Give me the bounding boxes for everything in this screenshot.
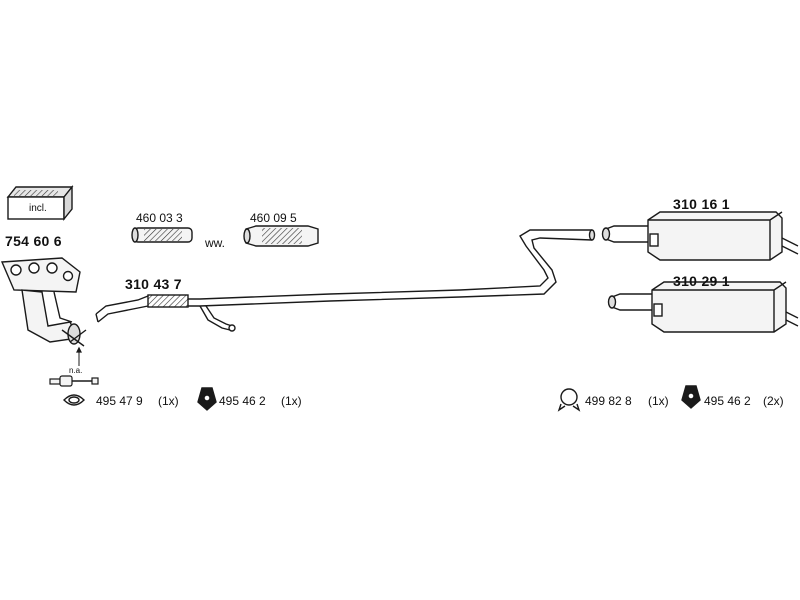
- gasket-ring-icon: [63, 394, 85, 406]
- rear-muffler-b-part-number: 310 29 1: [673, 273, 730, 289]
- sensor-note: n.a.: [69, 366, 83, 375]
- included-badge: incl.: [27, 203, 49, 214]
- exhaust-manifold: [0, 257, 87, 347]
- hardware-qty: (1x): [158, 394, 179, 408]
- rear-muffler-b: [607, 281, 799, 333]
- clamp-ring-icon: [557, 388, 581, 412]
- center-pipe-part-number: 310 43 7: [125, 276, 182, 292]
- flex-pipe-a: [131, 227, 193, 243]
- hardware-number: 495 47 9: [96, 394, 143, 408]
- hardware-qty: (1x): [281, 394, 302, 408]
- flex-pipe-b: [243, 225, 319, 247]
- manifold-box-icon: [6, 185, 74, 221]
- hardware-qty: (1x): [648, 394, 669, 408]
- center-pipe: [95, 229, 596, 332]
- manifold-part-number: 754 60 6: [5, 233, 62, 249]
- hardware-number: 499 82 8: [585, 394, 632, 408]
- hardware-number: 495 46 2: [704, 394, 751, 408]
- rear-muffler-a-part-number: 310 16 1: [673, 196, 730, 212]
- rear-muffler-a: [601, 211, 799, 261]
- rubber-hanger-icon: [197, 387, 217, 411]
- flex-pipe-b-part-number: 460 09 5: [250, 211, 297, 225]
- rubber-hanger-icon: [681, 385, 701, 409]
- alternative-marker: ww.: [205, 236, 226, 250]
- hardware-qty: (2x): [763, 394, 784, 408]
- hardware-number: 495 46 2: [219, 394, 266, 408]
- oxygen-sensor: [49, 346, 99, 387]
- flex-pipe-a-part-number: 460 03 3: [136, 211, 183, 225]
